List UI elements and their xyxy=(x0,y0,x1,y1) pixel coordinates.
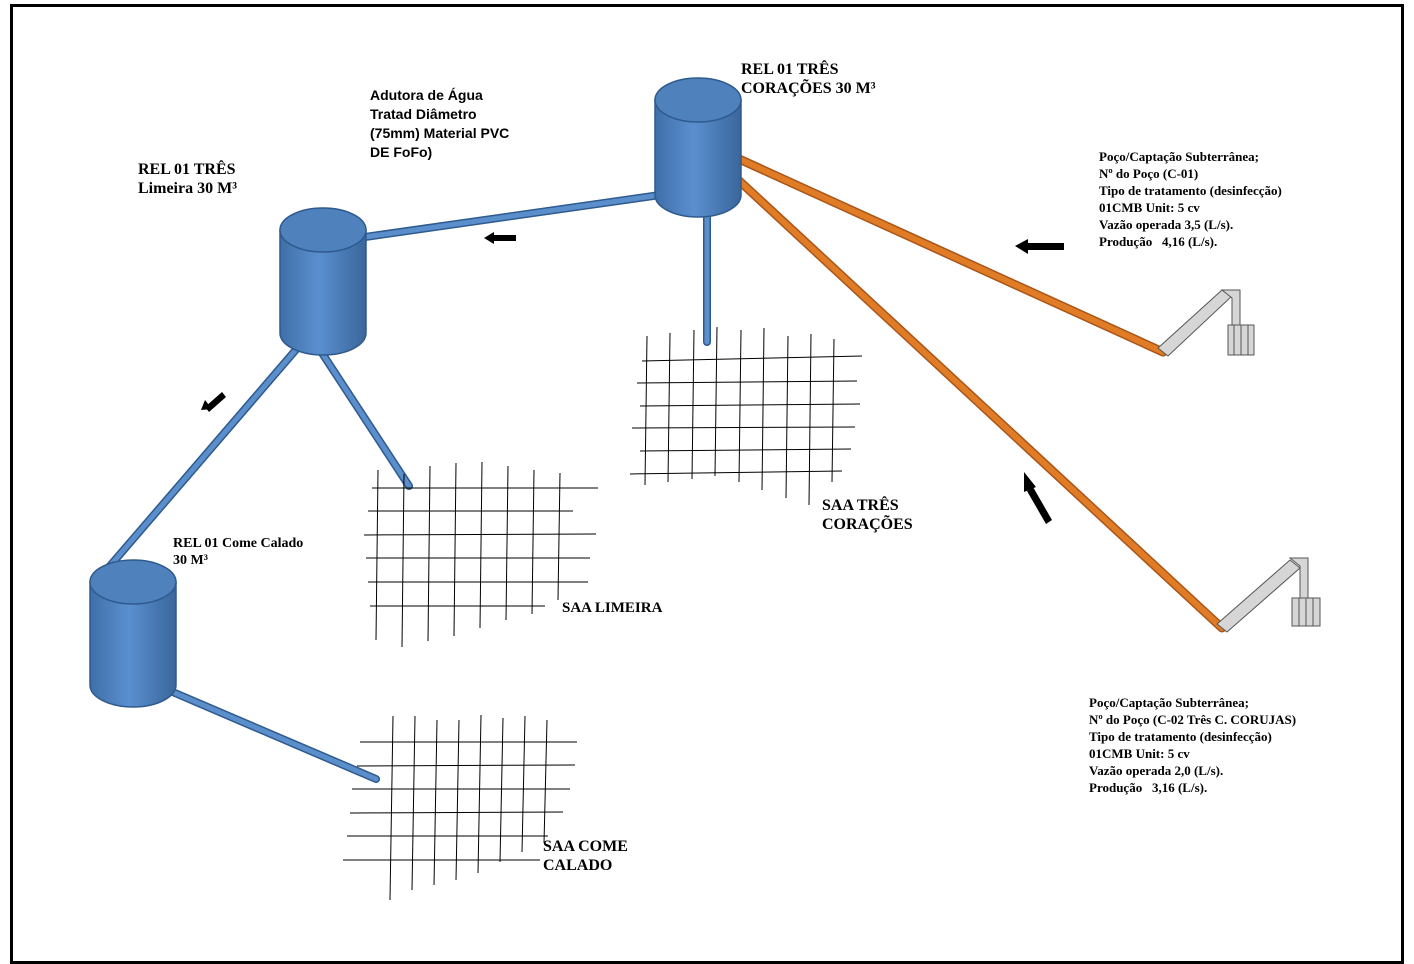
network-label-come-calado: SAA COME CALADO xyxy=(543,838,628,876)
tank-label-line: REL 01 Come Calado xyxy=(173,536,304,551)
flow-arrow-to-come-calado xyxy=(201,392,226,412)
pipeline-label-line: (75mm) Material PVC xyxy=(370,125,510,141)
tank-label-line: REL 01 TRÊS xyxy=(741,61,839,78)
network-label-tres-coracoes: SAA TRÊS CORAÇÕES xyxy=(822,497,913,535)
tank-label-tres-coracoes: REL 01 TRÊS CORAÇÕES 30 M³ xyxy=(741,61,876,99)
well-info-line: Vazão operada 2,0 (L/s). xyxy=(1089,763,1224,778)
network-label-line: CORAÇÕES xyxy=(822,515,913,533)
pipeline-label-line: Adutora de Água xyxy=(370,87,483,103)
network-label-line: SAA COME xyxy=(543,838,628,855)
tank-label-limeira: REL 01 TRÊS Limeira 30 M³ xyxy=(138,161,237,199)
well-info-line: Vazão operada 3,5 (L/s). xyxy=(1099,217,1234,232)
tank-tres-coracoes xyxy=(654,77,742,218)
well-info-line: Poço/Captação Subterrânea; xyxy=(1089,695,1249,710)
tank-label-come-calado: REL 01 Come Calado 30 M³ xyxy=(173,536,303,569)
well-info-line: 01CMB Unit: 5 cv xyxy=(1099,200,1200,215)
network-grid-limeira xyxy=(363,461,598,648)
well-pump-c01 xyxy=(1157,289,1255,357)
well-info-line: Tipo de tratamento (desinfecção) xyxy=(1099,183,1282,198)
well-info-c01: Poço/Captação Subterrânea; Nº do Poço (C… xyxy=(1099,148,1282,250)
pipeline-label-line: Tratad Diâmetro xyxy=(370,106,477,122)
well-pump-c02 xyxy=(1216,557,1321,633)
flow-arrow-to-limeira xyxy=(484,232,516,244)
pipeline-label: Adutora de Água Tratad Diâmetro (75mm) M… xyxy=(370,86,509,162)
tank-label-line: CORAÇÕES 30 M³ xyxy=(741,79,876,97)
well-info-line: Tipo de tratamento (desinfecção) xyxy=(1089,729,1272,744)
well-info-c02: Poço/Captação Subterrânea; Nº do Poço (C… xyxy=(1089,694,1296,796)
flow-arrow-c02 xyxy=(1024,472,1052,524)
orange-pipes xyxy=(688,133,1227,633)
flow-arrows xyxy=(201,232,1064,524)
network-grid-tres-coracoes xyxy=(629,326,863,506)
well-info-line: Nº do Poço (C-01) xyxy=(1099,166,1199,181)
distribution-diagram xyxy=(89,77,1321,901)
network-label-line: SAA TRÊS xyxy=(822,497,899,514)
well-info-line: Nº do Poço (C-02 Três C. CORUJAS) xyxy=(1089,712,1297,727)
network-label-line: CALADO xyxy=(543,856,613,874)
tank-limeira xyxy=(279,207,367,356)
well-info-line: Produção 4,16 (L/s). xyxy=(1099,234,1218,249)
network-label-line: SAA LIMEIRA xyxy=(562,600,663,616)
network-grid-come-calado xyxy=(343,714,577,901)
well-info-line: 01CMB Unit: 5 cv xyxy=(1089,746,1190,761)
tank-label-line: Limeira 30 M³ xyxy=(138,179,237,197)
tank-label-line: 30 M³ xyxy=(173,552,208,568)
tank-label-line: REL 01 TRÊS xyxy=(138,161,236,178)
tank-come-calado xyxy=(89,559,177,708)
blue-pipes xyxy=(99,191,711,783)
flow-arrow-c01 xyxy=(1015,239,1064,254)
network-label-limeira: SAA LIMEIRA xyxy=(562,600,662,618)
well-info-line: Produção 3,16 (L/s). xyxy=(1089,780,1208,795)
well-info-line: Poço/Captação Subterrânea; xyxy=(1099,149,1259,164)
pipeline-label-line: DE FoFo) xyxy=(370,144,433,160)
